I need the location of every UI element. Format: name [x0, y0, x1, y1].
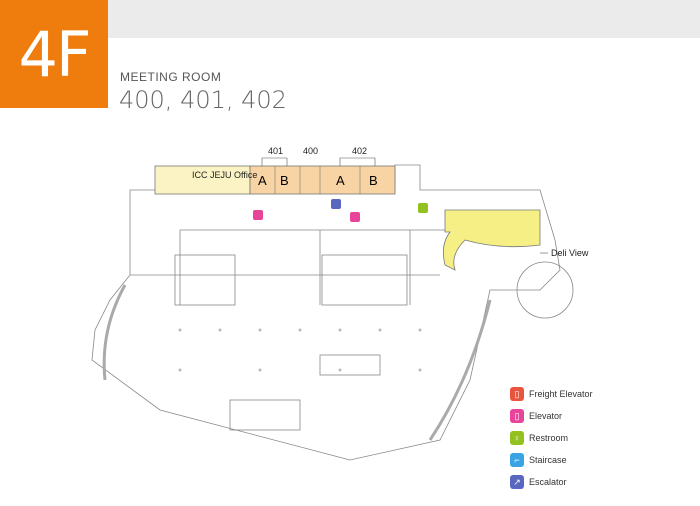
room-401b-label: B: [280, 173, 289, 188]
room-402-label: 402: [352, 146, 367, 156]
deli-view-area: [442, 209, 541, 271]
header-band: [108, 0, 700, 38]
legend-item-staircase: ⌐ Staircase: [510, 449, 593, 471]
elevator-icon: [253, 210, 263, 220]
restroom-icon: ♀: [510, 431, 524, 445]
legend: ▯ Freight Elevator ▯ Elevator ♀ Restroom ⌐ S…: [510, 383, 593, 493]
office-label: ICC JEJU Office: [192, 170, 257, 180]
room-401-label: 401: [268, 146, 283, 156]
legend-label: Freight Elevator: [529, 389, 593, 399]
room-400-label: 400: [303, 146, 318, 156]
legend-label: Restroom: [529, 433, 569, 443]
elevator-icon: ▯: [510, 409, 524, 423]
legend-item-freight-elevator: ▯ Freight Elevator: [510, 383, 593, 405]
escalator-icon: [331, 199, 341, 209]
elevator-icon: [350, 212, 360, 222]
staircase-icon: ⌐: [510, 453, 524, 467]
legend-label: Elevator: [529, 411, 563, 421]
room-402b-label: B: [369, 173, 378, 188]
page-subtitle: MEETING ROOM: [120, 70, 222, 84]
escalator-icon: ↗: [510, 475, 524, 489]
room-401a-label: A: [258, 173, 267, 188]
restroom-icon: [418, 203, 428, 213]
legend-label: Staircase: [529, 455, 567, 465]
legend-item-escalator: ↗ Escalator: [510, 471, 593, 493]
floor-badge: 4F: [0, 0, 108, 108]
office-area: [154, 165, 251, 195]
meeting-room-area: [249, 165, 396, 195]
freight-elevator-icon: ▯: [510, 387, 524, 401]
building-outline: [91, 164, 561, 461]
deli-view-label: Deli View: [551, 248, 589, 258]
legend-label: Escalator: [529, 477, 567, 487]
room-402a-label: A: [336, 173, 345, 188]
legend-item-restroom: ♀ Restroom: [510, 427, 593, 449]
legend-item-elevator: ▯ Elevator: [510, 405, 593, 427]
page-title: 400, 401, 402: [119, 86, 287, 114]
